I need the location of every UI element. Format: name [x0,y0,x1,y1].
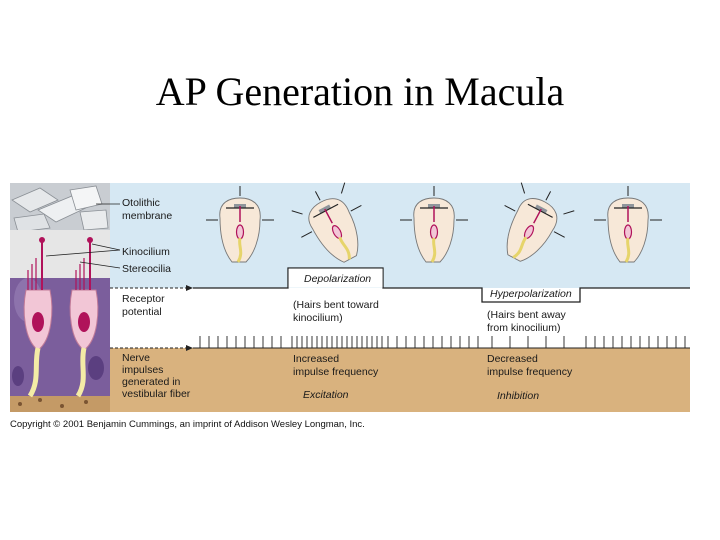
hair-cell-icon [206,186,274,263]
receptor-band [10,288,690,348]
leader-lines [45,203,121,269]
spike-train [199,336,686,348]
copyright-text: Copyright © 2001 Benjamin Cummings, an i… [10,419,365,430]
kinocilium-label: Kinocilium [122,246,170,258]
nerve-impulses-label: Nerve impulses generated in vestibular f… [122,352,191,400]
excitation-label: Excitation [303,389,349,401]
depolarization-box [288,268,383,288]
dashed-arrows [110,287,186,349]
increased-frequency-label: Increased impulse frequency [293,353,379,378]
hairs-toward-note: (Hairs bent toward kinocilium) [293,299,382,324]
page-title: AP Generation in Macula [155,69,565,114]
hair-cell-tissue [10,183,110,412]
otolithic-label: Otolithic membrane [122,197,172,222]
hair-cell-icon [291,182,362,263]
stereocilia-label: Stereocilia [122,263,171,275]
nerve-band [10,348,690,412]
hair-cell-icon [400,186,468,263]
receptor-potential-trace [193,267,690,303]
receptor-potential-label: Receptor potential [122,293,168,318]
depolarization-label: Depolarization [304,273,371,285]
hair-cell-icon [504,182,575,262]
hyperpolarization-label: Hyperpolarization [490,288,572,300]
hairs-away-note: (Hairs bent away from kinocilium) [487,309,569,334]
hair-cell-icons [206,182,662,263]
arrow-head-icon [186,345,193,351]
inhibition-label: Inhibition [497,390,539,402]
hair-cell-icon [594,186,662,263]
decreased-frequency-label: Decreased impulse frequency [487,353,573,378]
arrow-head-icon [186,285,193,291]
